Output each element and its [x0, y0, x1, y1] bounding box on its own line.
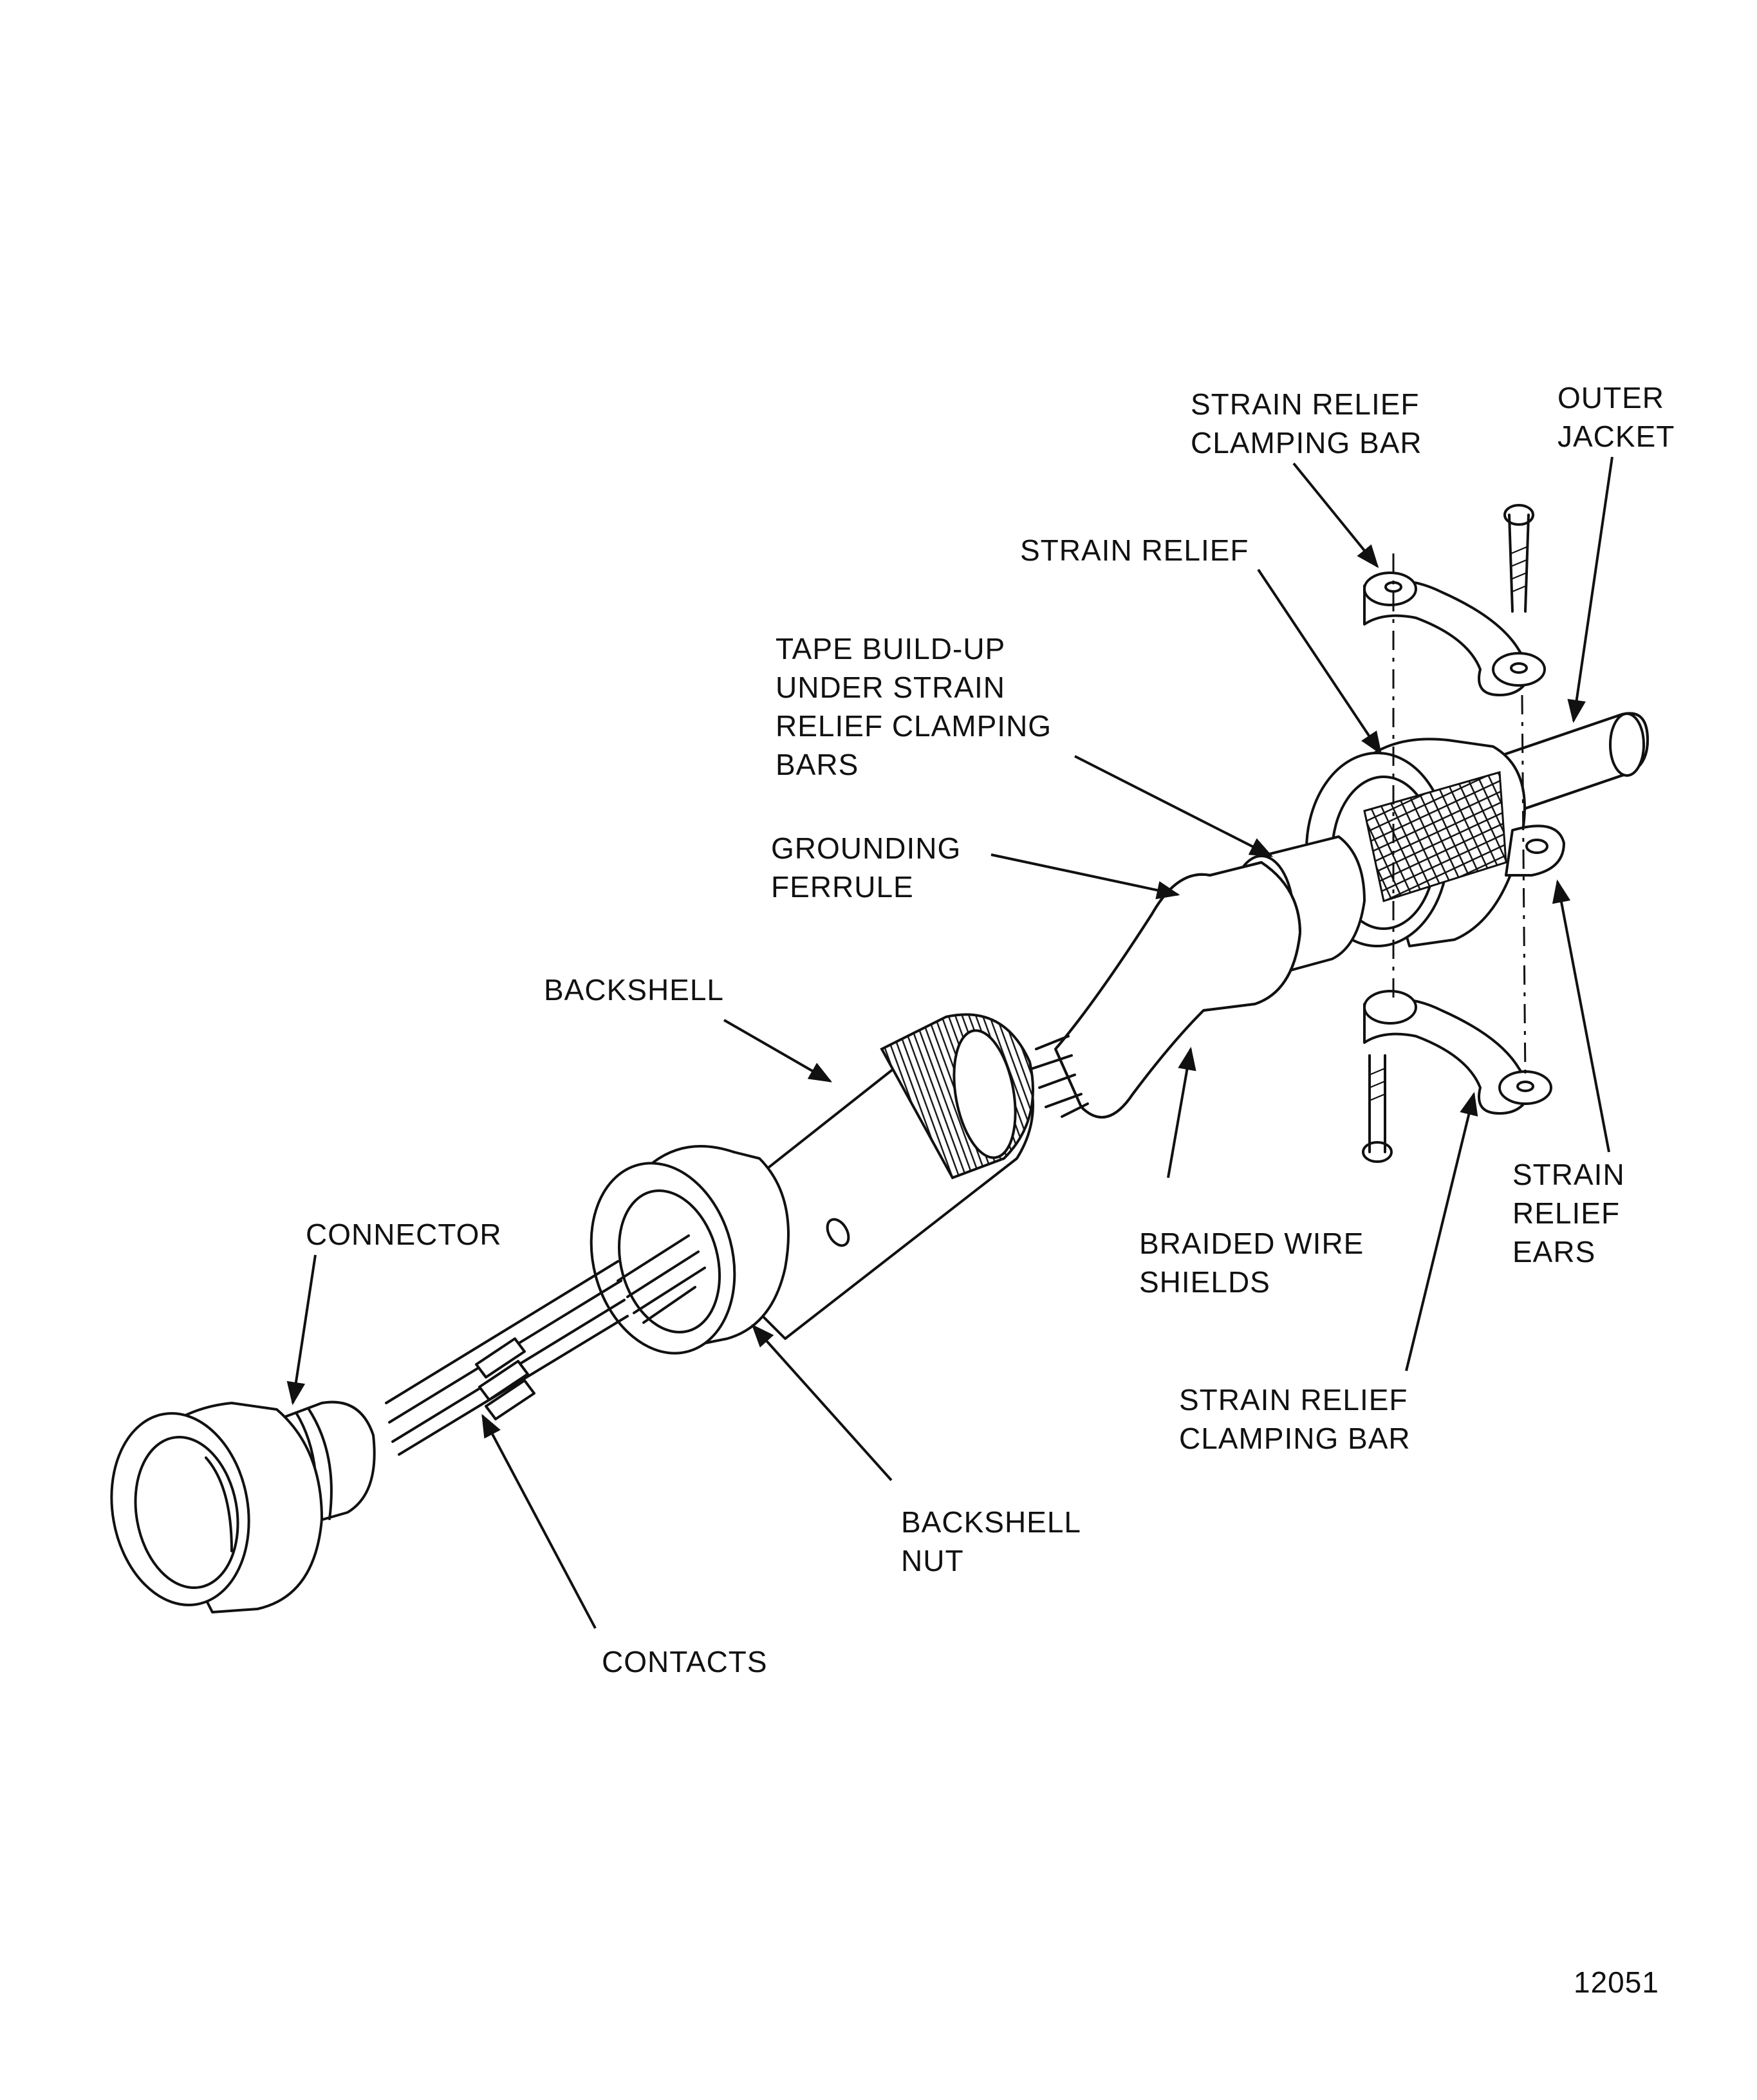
strain-relief-clamping-bar-top-part [1363, 571, 1546, 696]
label-strain-relief: STRAIN RELIEF [1020, 534, 1249, 567]
label-backshell-nut: BACKSHELL NUT [901, 1505, 1082, 1577]
contacts [385, 1260, 629, 1456]
label-strain-relief-ears: STRAIN RELIEF EARS [1512, 1158, 1625, 1268]
grounding-ferrule-braid [1032, 861, 1301, 1119]
screw-bottom [1362, 1054, 1393, 1163]
backshell-nut [590, 1145, 790, 1355]
screw-top [1503, 504, 1534, 613]
connector [110, 1400, 376, 1613]
alignment-line-right [1521, 694, 1527, 1082]
strain-relief-clamping-bar-bottom-part [1363, 990, 1552, 1115]
label-contacts: CONTACTS [602, 1645, 768, 1678]
label-grounding-ferrule: GROUNDING FERRULE [771, 832, 962, 904]
label-backshell: BACKSHELL [544, 973, 725, 1007]
label-strain-relief-clamping-bar-top: STRAIN RELIEF CLAMPING BAR [1191, 387, 1422, 460]
label-outer-jacket: OUTER JACKET [1557, 381, 1675, 453]
leader-arrows [286, 456, 1613, 1629]
figure-number: 12051 [1574, 1965, 1659, 1999]
label-tape-build-up: TAPE BUILD-UP UNDER STRAIN RELIEF CLAMPI… [776, 632, 1052, 781]
label-connector: CONNECTOR [306, 1218, 502, 1251]
label-strain-relief-clamping-bar-bottom: STRAIN RELIEF CLAMPING BAR [1179, 1383, 1411, 1455]
label-braided-wire-shields: BRAIDED WIRE SHIELDS [1139, 1227, 1364, 1299]
